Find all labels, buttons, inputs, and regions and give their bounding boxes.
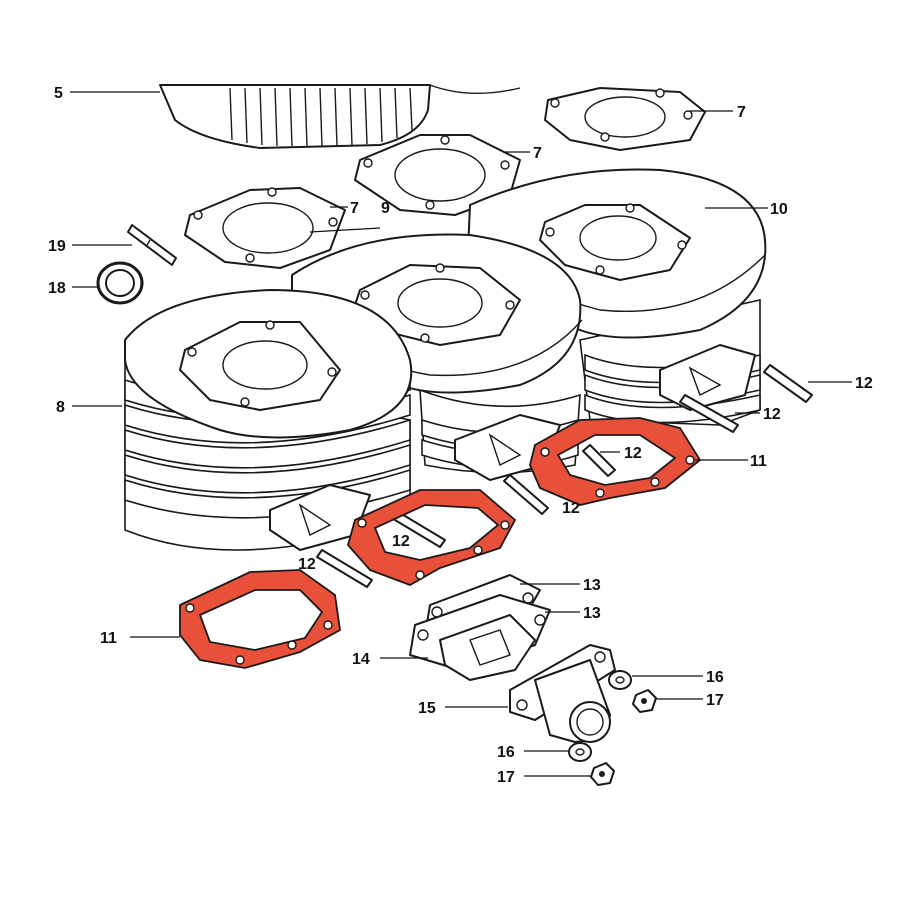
intake-manifold-15 [509, 644, 616, 743]
stud-bolts-12 [316, 364, 813, 588]
callout-12: 12 [855, 375, 873, 392]
base-gasket-right-11 [529, 417, 702, 506]
nut-17 [590, 689, 657, 786]
leader-lines [70, 91, 852, 777]
base-gasket-middle-11 [347, 489, 517, 586]
washer-16 [568, 670, 632, 762]
callout-15: 15 [418, 700, 436, 717]
head-gasket-right [544, 87, 706, 151]
callout-19: 19 [48, 238, 66, 255]
reed-valve-block-14 [439, 614, 536, 681]
callout-16: 16 [497, 744, 515, 761]
callout-12: 12 [562, 500, 580, 517]
callout-5: 5 [54, 85, 63, 102]
callout-12: 12 [392, 533, 410, 550]
callout-13: 13 [583, 605, 601, 622]
base-gasket-left-11 [179, 569, 341, 669]
callout-7: 7 [737, 104, 746, 121]
callout-17: 17 [706, 692, 724, 709]
cylinder-left-8 [124, 289, 413, 551]
callout-12: 12 [763, 406, 781, 423]
cylinder-head-part [159, 84, 521, 149]
callout-11: 11 [750, 453, 767, 470]
o-ring-18 [96, 261, 144, 305]
callout-12: 12 [298, 556, 316, 573]
callout-labels: 5 7 7 7 9 10 19 18 8 12 12 12 12 12 12 1… [48, 85, 873, 786]
callout-14: 14 [352, 651, 370, 668]
callout-10: 10 [770, 201, 788, 218]
callout-16: 16 [706, 669, 724, 686]
callout-7: 7 [533, 145, 542, 162]
callout-18: 18 [48, 280, 66, 297]
callout-7: 7 [350, 200, 359, 217]
head-gasket-left [184, 187, 346, 269]
callout-17: 17 [497, 769, 515, 786]
callout-12: 12 [624, 445, 642, 462]
callout-9: 9 [381, 200, 390, 217]
callout-8: 8 [56, 399, 65, 416]
stud-bolt-19 [127, 224, 177, 266]
head-gasket-middle [354, 134, 521, 216]
callout-11: 11 [100, 630, 117, 647]
callout-13: 13 [583, 577, 601, 594]
